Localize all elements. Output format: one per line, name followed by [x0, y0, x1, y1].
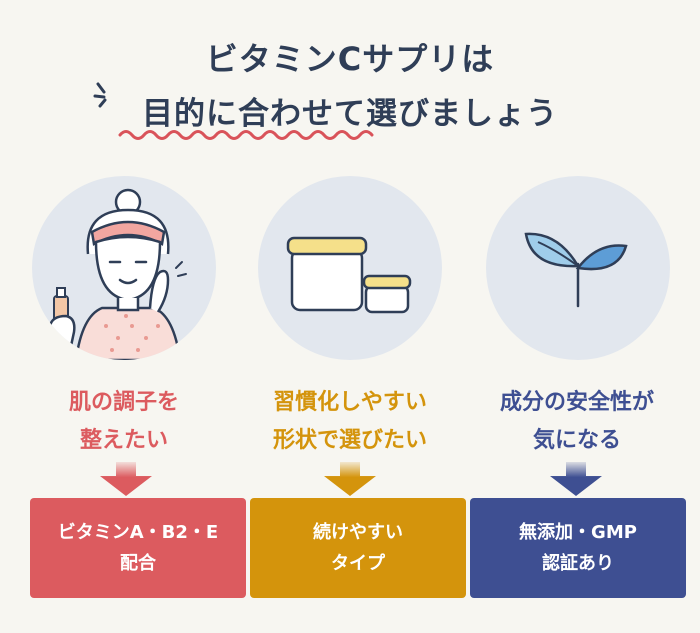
heading-habit-line-1: 習慣化しやすい [273, 390, 427, 415]
woman-with-serum-icon [32, 176, 216, 360]
leaf-sprout-icon [486, 176, 670, 360]
cream-jars-icon [258, 176, 442, 360]
arrow-down-icon [100, 462, 152, 496]
arrow-down-icon [550, 462, 602, 496]
title-line-1: ビタミンCサプリは [205, 40, 495, 78]
card-easy-line-1: 続けやすい [313, 522, 403, 543]
card-vitamins-line-1: ビタミンA・B2・E [57, 522, 219, 543]
wavy-underline [118, 130, 374, 140]
sparkle-icon [93, 82, 107, 108]
title-line-2: 目的に合わせて選びましょう [142, 96, 558, 132]
card-easy-to-continue: 続けやすい タイプ [250, 498, 466, 598]
card-additive-line-2: 認証あり [542, 553, 614, 574]
heading-safety: 成分の安全性が 気になる [472, 384, 682, 460]
heading-safety-line-1: 成分の安全性が [499, 390, 654, 415]
heading-skin-line-1: 肌の調子を [68, 390, 179, 415]
heading-skin: 肌の調子を 整えたい [19, 384, 229, 460]
card-additive-line-1: 無添加・GMP [519, 522, 637, 543]
card-vitamins-line-2: 配合 [120, 553, 156, 574]
card-easy-line-2: タイプ [331, 553, 385, 574]
heading-habit-line-2: 形状で選びたい [272, 428, 427, 453]
card-vitamins: ビタミンA・B2・E 配合 [30, 498, 246, 598]
card-additive-free: 無添加・GMP 認証あり [470, 498, 686, 598]
heading-habit: 習慣化しやすい 形状で選びたい [245, 384, 455, 460]
heading-skin-line-2: 整えたい [79, 428, 168, 453]
heading-safety-line-2: 気になる [532, 428, 621, 453]
arrow-down-icon [324, 462, 376, 496]
